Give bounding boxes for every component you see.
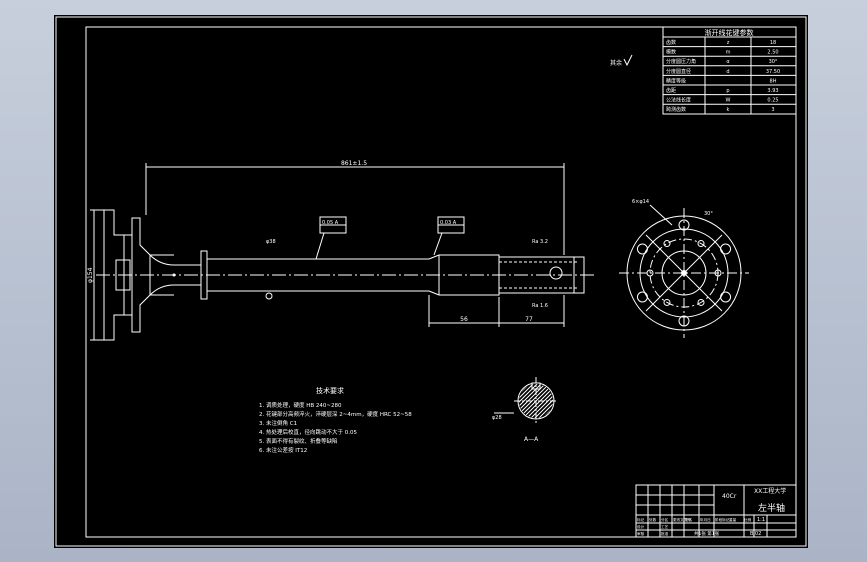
tech-note: 1. 调质处理，硬度 HB 240~280 [259,401,342,409]
spline-row-name: 公法线长度 [666,97,691,104]
spline-row-value: 3 [771,107,774,113]
section-label: A—A [524,436,539,443]
scale-label: 1:1 [757,517,765,523]
drawing-number: BJ02 [750,531,761,537]
section-diameter-label: φ28 [492,415,502,421]
angle-label: 30° [704,211,713,217]
title-block-label: 批准 [661,531,669,536]
tech-note: 2. 花键部分高频淬火，淬硬层深 2~4mm，硬度 HRC 52~58 [259,410,412,418]
drawing-title: 左半轴 [758,502,785,514]
spline-row-symbol: p [726,88,729,94]
school-name: XX工程大学 [754,487,786,495]
inner-frame [85,26,797,538]
overall-length-text: 861±1.5 [341,160,367,167]
title-block-label: 签名 [685,517,693,522]
bolt-hole [678,219,690,231]
svg-text:0.05 A: 0.05 A [322,220,339,226]
spline-row-name: 齿距 [666,88,676,94]
sheet-count: 共1张 第1张 [694,530,720,537]
spline-row-value: 8H [770,78,777,84]
tolerance-frame-1: 0.05 A [315,216,347,260]
pin-hole [714,269,722,277]
drawing-canvas: 齿数 z 18 模数 m 2.50 分度圆压力角 α 30° 分度圆直径 d 37.50 精度等级 8H 齿… [55,16,807,547]
bolt-hole [636,243,648,255]
overall-length-dimension: 861±1.5 [145,160,565,255]
roughness-symbol [623,54,633,67]
spline-row-value: 3.93 [767,88,778,94]
tech-note: 4. 热处理后校直，径向跳动不大于 0.05 [259,428,357,436]
title-block-label: 标记 [637,517,645,522]
flange-diameter-text: φ154 [87,267,94,283]
bolt-holes-label: 6×φ14 [632,199,649,205]
title-block-label: 年月日 [700,517,711,522]
bolt-hole [636,291,648,303]
title-block-label: 比例 [744,517,752,522]
spline-row-value: 37.50 [766,69,780,75]
spline-row-symbol: z [727,40,730,46]
spline-length-dimension: 56 77 [428,295,565,327]
spline-row-symbol: k [727,107,730,113]
spline-length-text: 56 [460,316,468,323]
spline-row-name: 模数 [666,49,676,56]
spline-row-name: 分度圆压力角 [666,58,696,65]
pin-hole [646,269,654,277]
pin-hole [663,298,671,306]
section-a-a: φ28 A—A [492,377,558,443]
title-block-label: 更改文件号 [673,517,691,522]
pin-hole [663,240,671,248]
pin-hole [697,240,705,248]
spline-row-value: 2.50 [767,50,778,56]
spline-row-value: 30° [769,59,778,65]
title-block-label: 工艺 [661,524,669,529]
tech-note: 5. 表面不得有裂纹、折叠等缺陷 [259,437,338,445]
spline-row-name: 齿数 [666,39,676,46]
spline-end-text: 77 [525,316,533,323]
tech-note: 6. 未注公差按 IT12 [259,446,307,454]
title-block-label: 分区 [661,517,669,522]
tech-note: 3. 未注倒角 C1 [259,419,297,427]
spline-row-symbol: m [726,50,731,56]
roughness-label-2: Ra 1.6 [532,303,548,309]
spline-row-name: 跨测齿数 [666,106,686,113]
spline-table-title: 渐开线花键参数 [705,28,754,37]
shaft-front-view [96,209,594,341]
spline-row-symbol: W [726,98,731,104]
spline-row-value: 18 [770,40,776,46]
bolt-hole [720,243,732,255]
svg-text:0.03 A: 0.03 A [440,220,457,226]
title-block-label: 阶段标记 [715,517,730,522]
flange-diameter-dimension: φ154 [87,209,104,341]
bolt-hole [678,315,690,327]
outer-frame [55,16,807,547]
title-block-label: 设计 [637,524,645,529]
title-block-label: 处数 [649,517,657,522]
spline-row-value: 0.25 [767,98,778,104]
tech-requirements-title: 技术要求 [316,386,344,395]
tolerance-frame-2: 0.03 A [433,216,465,256]
title-block-label: 审核 [637,531,645,536]
title-block: XX工程大学 40Cr 左半轴 1:1 BJ02 共1张 第1张 标记处数分区更… [635,484,797,538]
spline-row-symbol: α [726,59,730,65]
title-block-label: 重量 [729,517,737,522]
material-label: 40Cr [722,493,737,500]
pin-hole [697,298,705,306]
bolt-hole [720,291,732,303]
spline-row-name: 分度圆直径 [666,68,691,75]
roughness-other: 其余 [610,59,622,67]
spline-row-name: 精度等级 [666,77,686,84]
flange-end-view: 6×φ14 30° [619,199,749,338]
shaft-diameter-label: φ38 [266,239,276,245]
spline-parameter-table: 齿数 z 18 模数 m 2.50 分度圆压力角 α 30° 分度圆直径 d 37.50 精度等级 8H 齿… [662,26,797,115]
roughness-label-1: Ra 3.2 [532,239,548,245]
drawing-sheet: 齿数 z 18 模数 m 2.50 分度圆压力角 α 30° 分度圆直径 d 37.50 精度等级 8H 齿… [54,15,808,548]
spline-row-symbol: d [726,69,729,75]
